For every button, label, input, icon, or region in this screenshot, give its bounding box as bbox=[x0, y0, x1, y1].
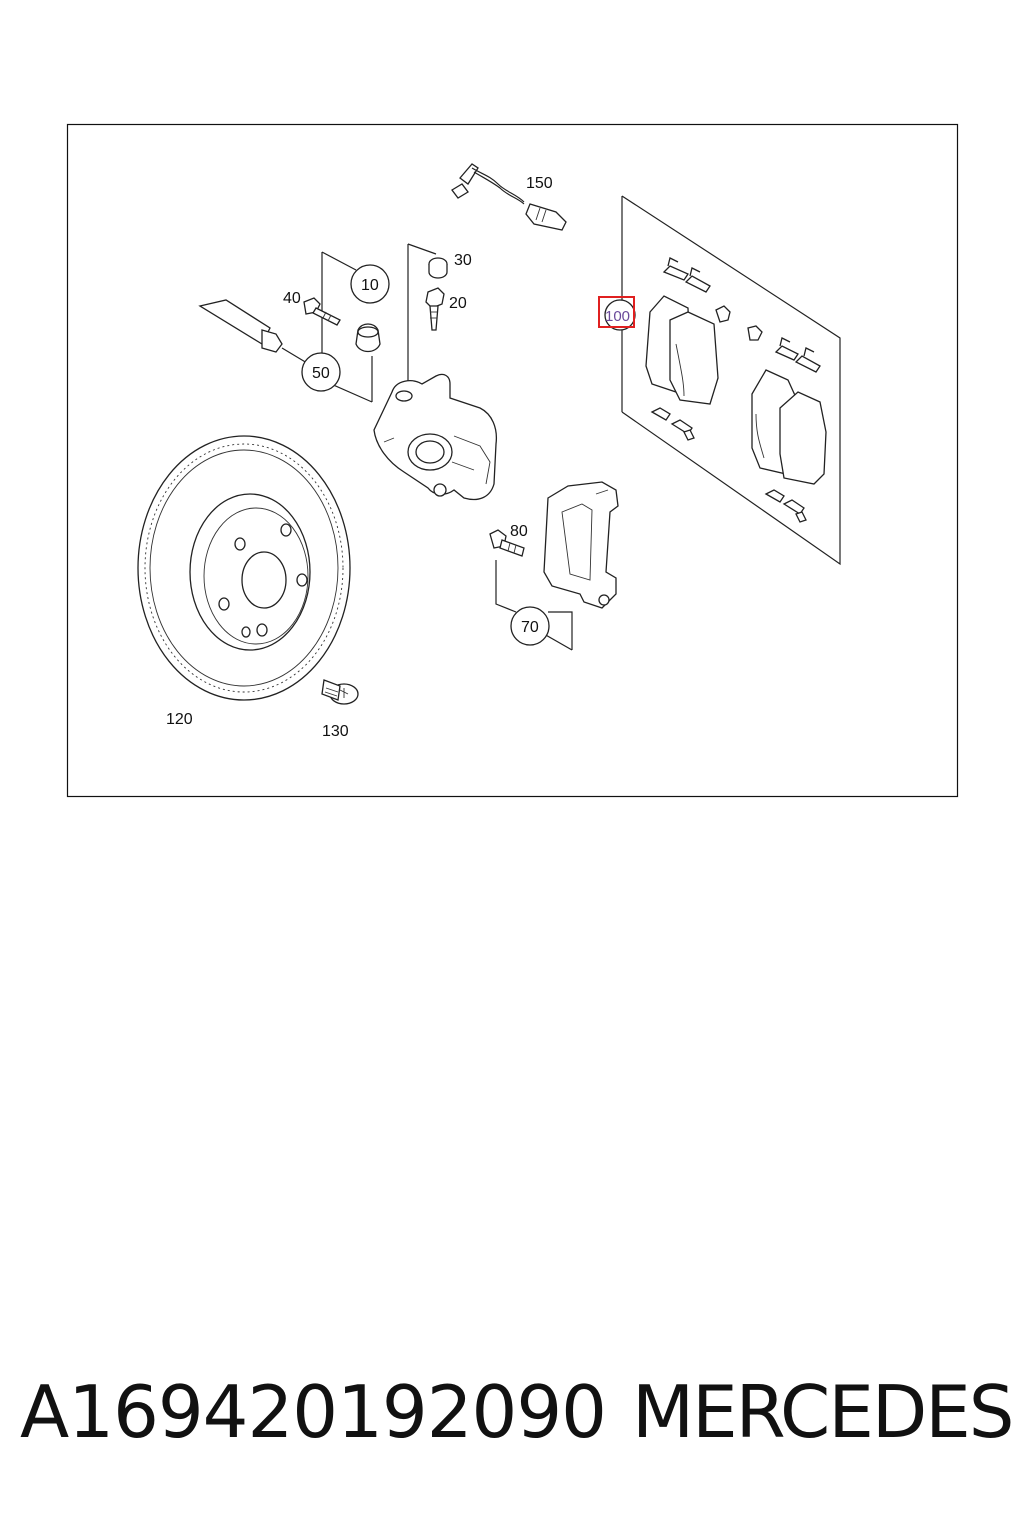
caliper-carrier[interactable] bbox=[543, 481, 619, 609]
wear-sensor-150[interactable] bbox=[451, 163, 567, 231]
callout-circle-10[interactable] bbox=[350, 264, 390, 304]
brand-name: MERCEDES bbox=[632, 1370, 1014, 1454]
pad-clips-bottom[interactable] bbox=[650, 407, 695, 441]
brake-pad-outer[interactable] bbox=[751, 369, 827, 485]
bleed-screw-20[interactable] bbox=[425, 287, 445, 331]
group-70-bracket bbox=[495, 560, 573, 651]
part-number: A169420192090 bbox=[20, 1370, 607, 1454]
callout-20: 20 bbox=[449, 295, 467, 312]
brake-caliper-housing[interactable] bbox=[373, 373, 498, 501]
guide-sleeve-cap[interactable] bbox=[355, 323, 381, 353]
brake-disc-120[interactable] bbox=[137, 435, 351, 701]
bushing-30[interactable] bbox=[428, 257, 448, 279]
callout-100: 100 bbox=[605, 308, 630, 325]
pad-clips-top[interactable] bbox=[662, 257, 711, 293]
pad-clips-bottom-2[interactable] bbox=[764, 489, 807, 523]
bolt-40[interactable] bbox=[303, 297, 341, 326]
callout-120: 120 bbox=[166, 711, 193, 728]
callout-130: 130 bbox=[322, 723, 349, 740]
guide-pins[interactable] bbox=[715, 305, 763, 341]
callout-150: 150 bbox=[526, 175, 553, 192]
disc-screw-130[interactable] bbox=[321, 679, 359, 705]
carrier-bolt-80[interactable] bbox=[489, 529, 525, 557]
brake-pad-inner[interactable] bbox=[645, 295, 719, 405]
parts-diagram: 150 10 30 20 40 50 bbox=[66, 123, 959, 798]
pad-clips-top-2[interactable] bbox=[774, 337, 821, 373]
callout-40: 40 bbox=[283, 290, 301, 307]
callout-circle-50[interactable] bbox=[301, 352, 341, 392]
callout-10: 10 bbox=[361, 277, 379, 294]
callout-30: 30 bbox=[454, 252, 472, 269]
caption-bar: A169420192090 MERCEDES bbox=[0, 1370, 1024, 1480]
grease-tube-50[interactable] bbox=[198, 299, 283, 353]
highlight-box-100 bbox=[598, 296, 635, 328]
callout-80: 80 bbox=[510, 523, 528, 540]
callout-circle-70[interactable] bbox=[510, 606, 550, 646]
callout-70: 70 bbox=[521, 619, 539, 636]
callout-50: 50 bbox=[312, 365, 330, 382]
